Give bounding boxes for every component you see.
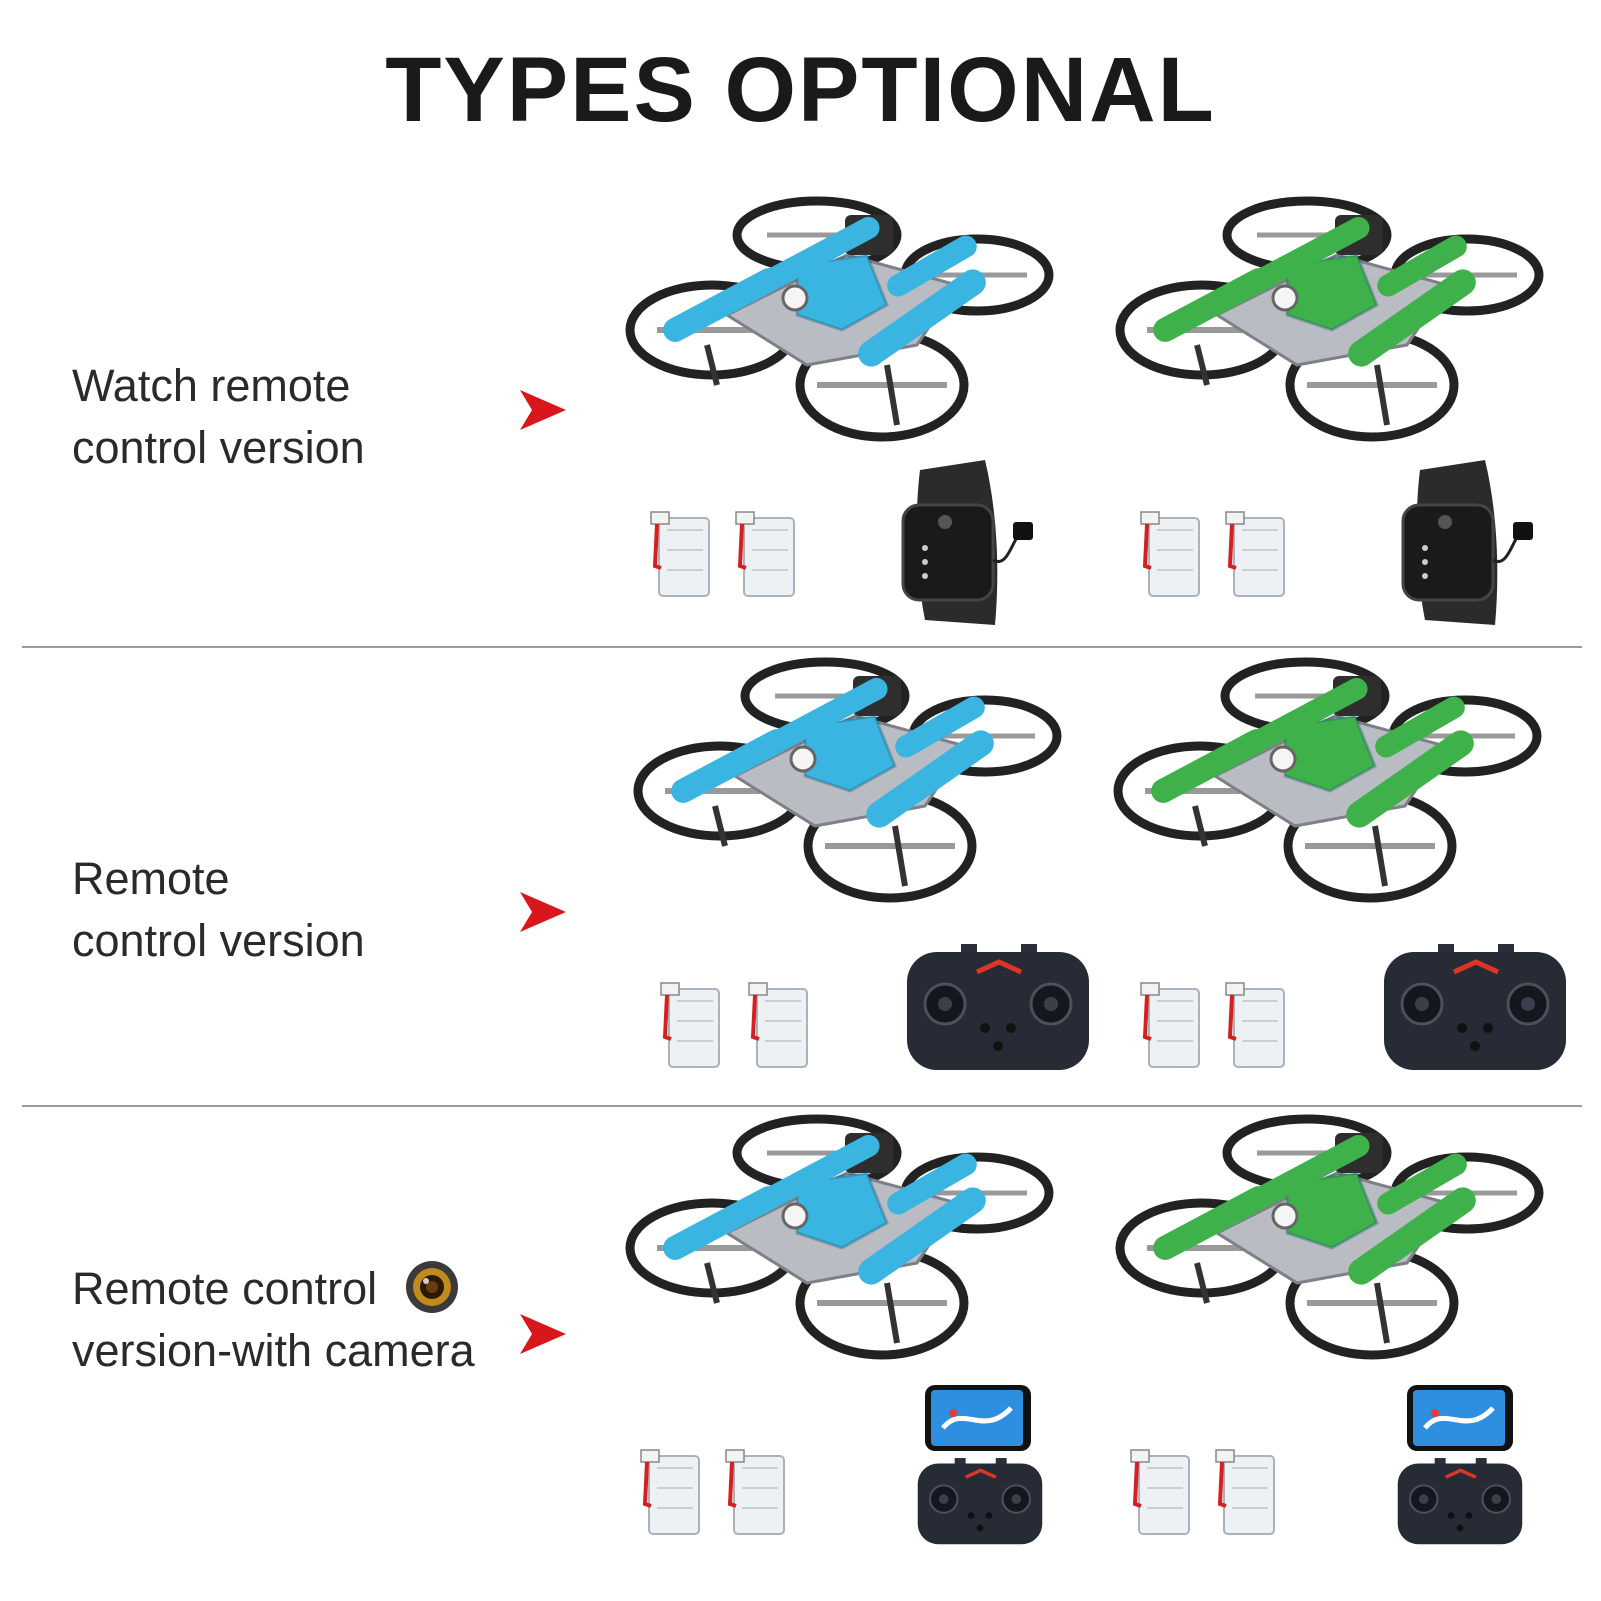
battery-icon: [635, 1448, 705, 1538]
drone-icon: [1107, 1113, 1547, 1373]
battery-icon: [1220, 981, 1290, 1071]
phone-icon: [1405, 1383, 1515, 1453]
battery-icon: [743, 981, 813, 1071]
drone-icon: [1105, 656, 1545, 916]
gamepad-icon: [915, 1455, 1045, 1550]
battery-icon: [1135, 510, 1205, 600]
camera-lens-icon: [405, 1261, 458, 1314]
product-green-watch: [1095, 195, 1555, 615]
gamepad-icon: [1380, 944, 1570, 1074]
battery-icon: [720, 1448, 790, 1538]
variant-label-line: version-with camera: [72, 1325, 475, 1376]
variant-row-remote: Remote control version: [0, 648, 1601, 1106]
battery-icon: [1220, 510, 1290, 600]
battery-icon: [1125, 1448, 1195, 1538]
variant-label-line: Watch remote: [72, 360, 351, 411]
battery-icon: [730, 510, 800, 600]
variant-row-watch: Watch remote control version: [0, 185, 1601, 645]
variant-label: Remote control version-with camera: [72, 1258, 475, 1382]
product-blue-watch: [605, 195, 1065, 615]
variant-label-line: Remote: [72, 853, 230, 904]
variant-label-line: control version: [72, 915, 365, 966]
phone-icon: [923, 1383, 1033, 1453]
watch-icon: [1385, 450, 1535, 630]
arrow-right-icon: [520, 1314, 566, 1354]
battery-icon: [645, 510, 715, 600]
battery-icon: [1210, 1448, 1280, 1538]
arrow-right-icon: [520, 892, 566, 932]
variant-label-line: control version: [72, 422, 365, 473]
gamepad-icon: [1395, 1455, 1525, 1550]
arrow-right-icon: [520, 390, 566, 430]
variant-label-line: Remote control: [72, 1258, 475, 1320]
battery-icon: [655, 981, 725, 1071]
watch-icon: [885, 450, 1035, 630]
drone-icon: [617, 1113, 1057, 1373]
product-green-remote: [1105, 656, 1565, 1096]
battery-icon: [1135, 981, 1205, 1071]
drone-icon: [617, 195, 1057, 455]
product-green-camera: [1095, 1113, 1555, 1593]
row-divider: [22, 646, 1582, 648]
variant-row-camera: Remote control version-with camera: [0, 1108, 1601, 1601]
row-divider: [22, 1105, 1582, 1107]
page-title: TYPES OPTIONAL: [385, 39, 1216, 141]
variant-label: Remote control version: [72, 848, 365, 972]
gamepad-icon: [903, 944, 1093, 1074]
drone-icon: [625, 656, 1065, 916]
variant-label: Watch remote control version: [72, 355, 365, 479]
drone-icon: [1107, 195, 1547, 455]
product-blue-camera: [605, 1113, 1065, 1593]
product-blue-remote: [615, 656, 1075, 1096]
variant-label-text: Remote control: [72, 1263, 378, 1314]
